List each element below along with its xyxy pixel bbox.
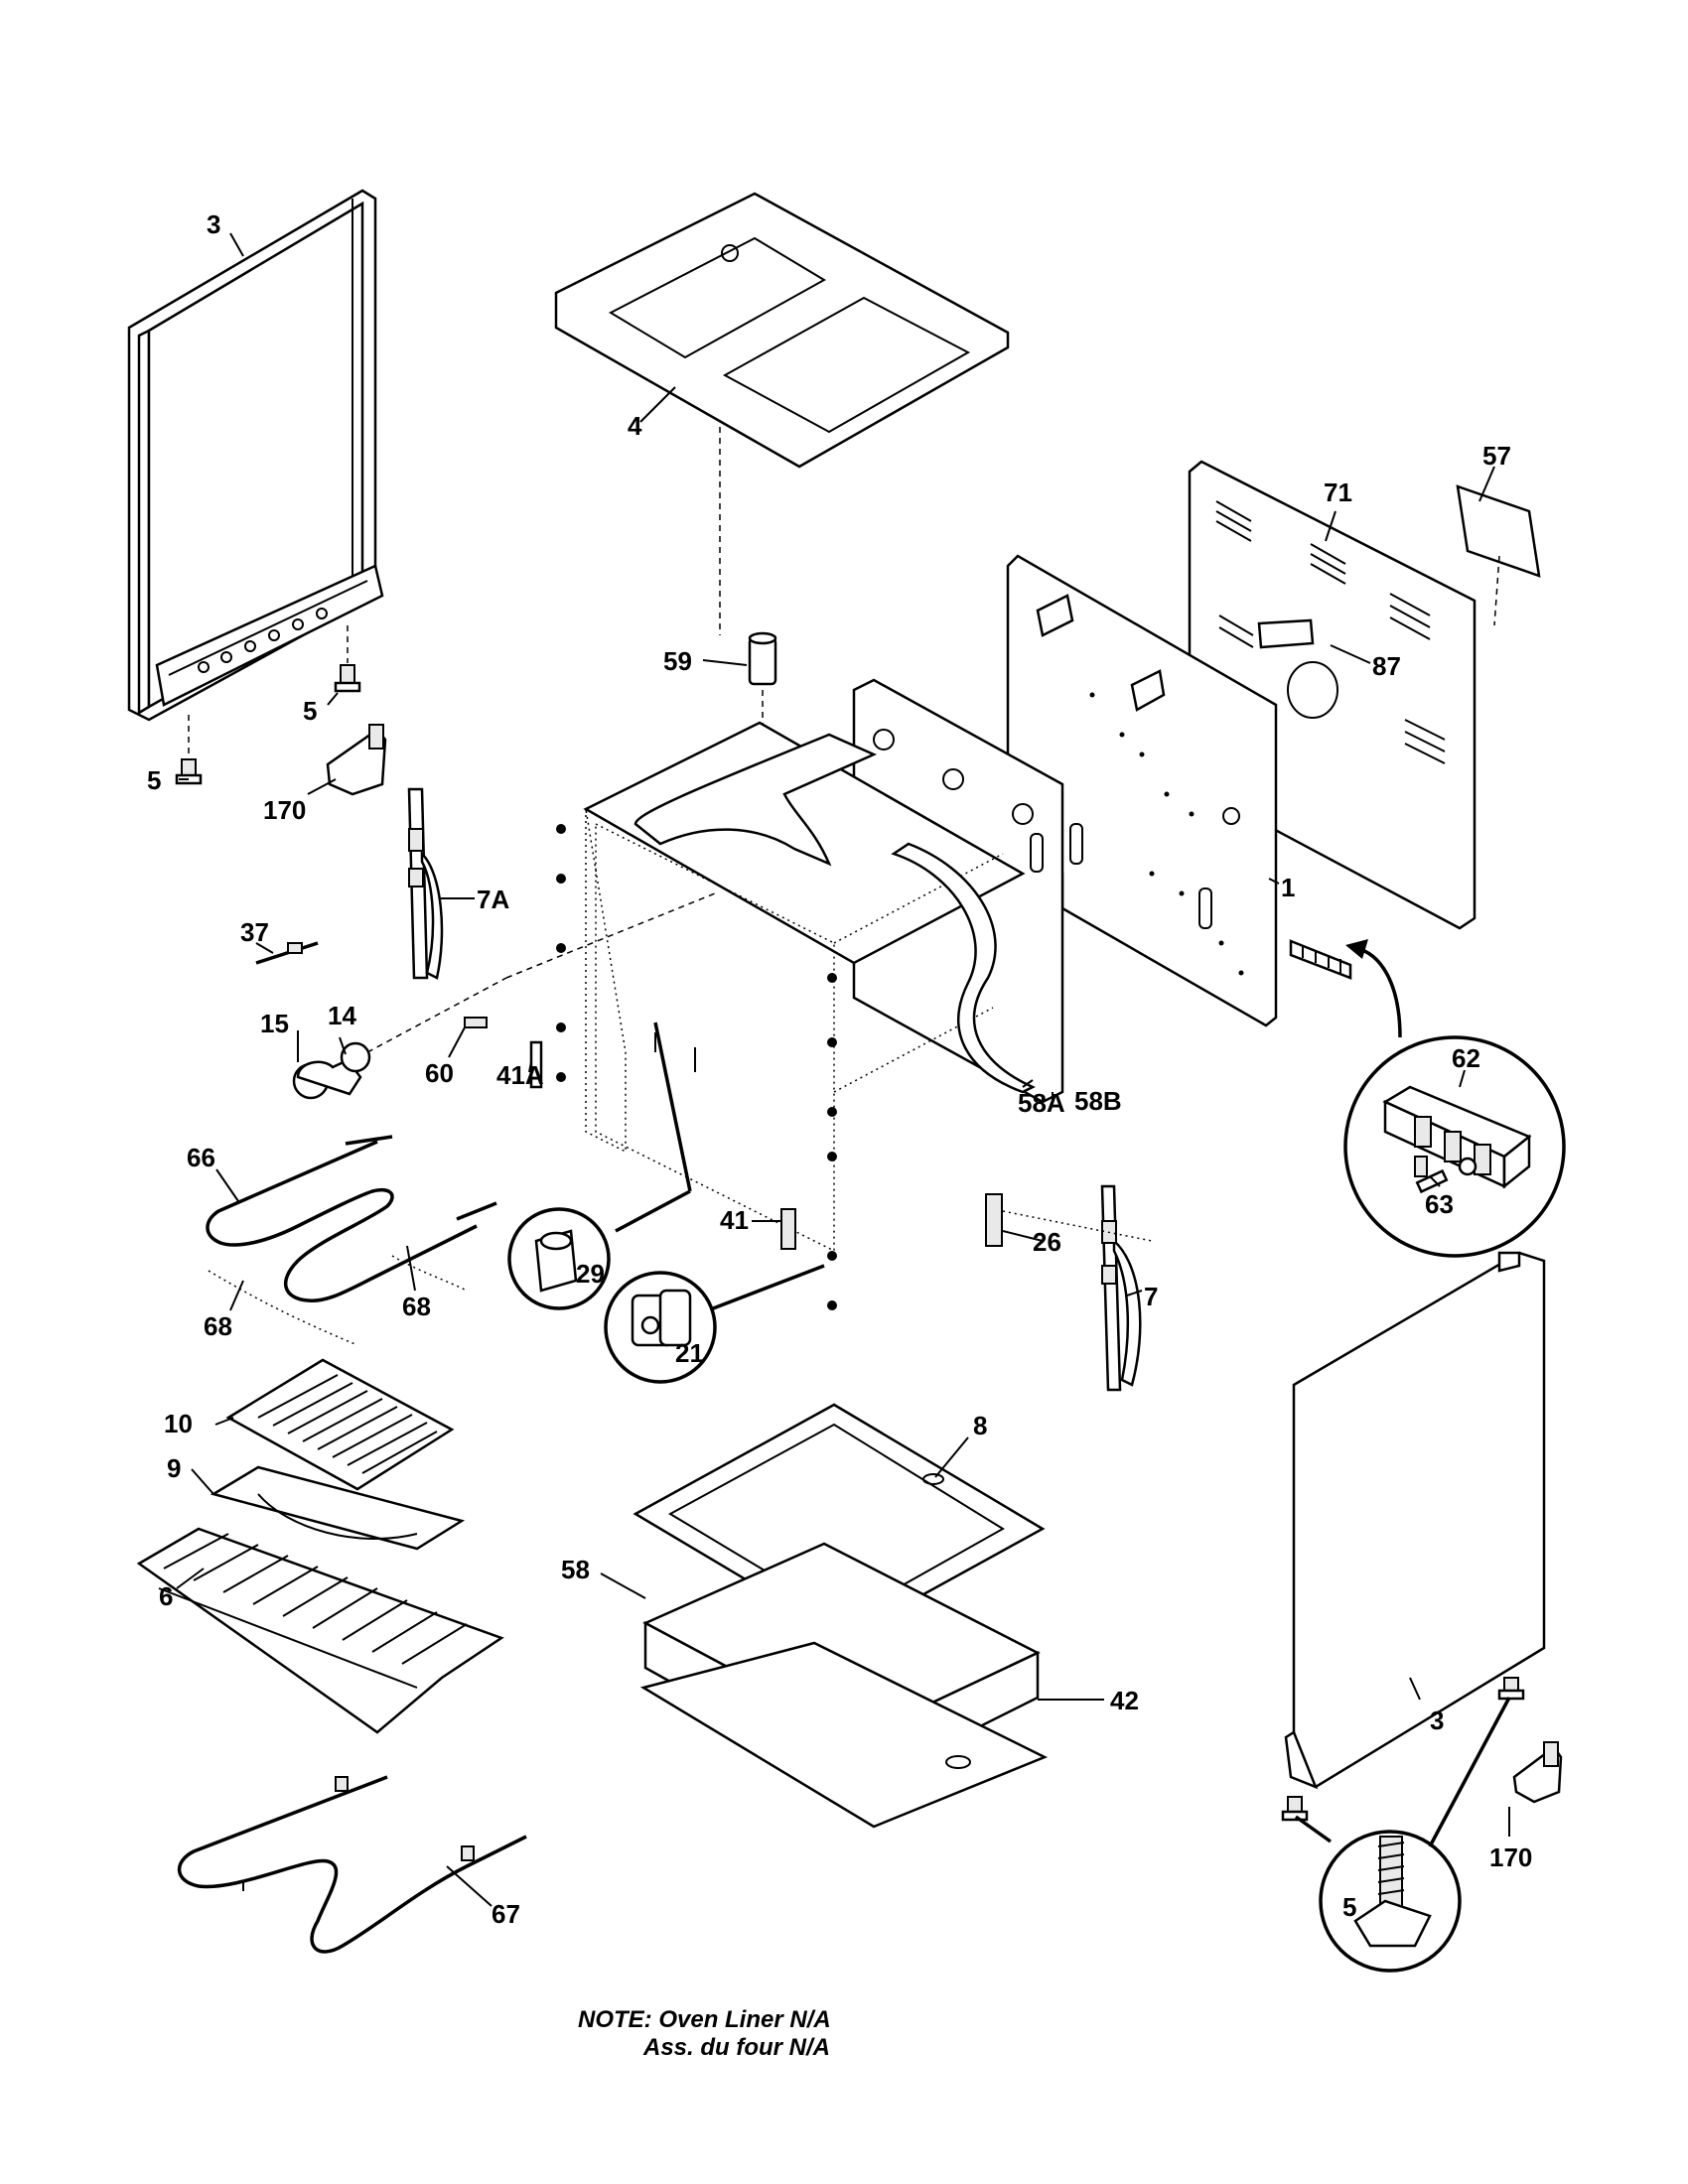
callout-21: 21 [675,1338,704,1368]
label-plate-57 [1456,484,1541,626]
note-block: NOTE: Oven Liner N/A Ass. du four N/A [578,2006,831,2061]
callout-8: 8 [973,1411,987,1440]
callout-14: 14 [328,1001,356,1030]
bake-element-67 [177,1775,527,1954]
detail-circle-part-21 [604,1271,717,1384]
note-line-1: NOTE: Oven Liner N/A [578,2006,831,2033]
broil-pan-grid-10 [225,1358,455,1491]
leader-lines [176,232,1510,1907]
callout-66: 66 [187,1143,215,1172]
callout-63: 63 [1425,1189,1454,1219]
callout-59: 59 [663,646,692,676]
callout-6: 6 [159,1581,173,1611]
callout-9: 9 [167,1453,181,1483]
oven-rack-6 [136,1527,504,1734]
hinge-7a [407,787,444,980]
callout-58b: 58B [1074,1086,1122,1116]
detail-circle-terminal-block [1343,1035,1566,1258]
hinge-7 [1100,1184,1142,1392]
left-side-panel [127,189,384,722]
broil-pan-9 [210,1465,466,1551]
callout-87: 87 [1372,651,1401,681]
callout-58: 58 [561,1555,590,1584]
callout-5-detail: 5 [1342,1892,1356,1922]
callout-68-left: 68 [204,1311,232,1341]
note-line-2: Ass. du four N/A [642,2034,830,2061]
callout-41a: 41A [496,1060,544,1090]
callout-4: 4 [628,411,642,441]
callout-170-left: 170 [263,795,306,825]
callout-29: 29 [576,1259,605,1289]
callout-5-upper: 5 [303,696,317,726]
callout-62: 62 [1452,1043,1480,1073]
top-panel [554,192,1010,635]
callout-7: 7 [1144,1282,1158,1311]
callout-58a: 58A [1018,1088,1065,1118]
small-parts-left [255,892,1153,1317]
callout-labels: 3 4 57 71 87 59 5 5 170 7A 1 37 14 15 60… [147,209,1532,1929]
callout-10: 10 [164,1409,193,1438]
callout-57: 57 [1482,441,1511,471]
right-side-panel [1284,1251,1546,1790]
broil-element-66 [206,1135,497,1302]
callout-5-lower: 5 [147,765,161,795]
callout-170-right: 170 [1489,1843,1532,1872]
callout-7a: 7A [477,885,509,914]
terminal-block-small [1289,939,1352,980]
callout-1: 1 [1281,873,1295,902]
callout-26: 26 [1033,1227,1061,1257]
detail-circle-leveler-5 [1294,1697,1511,1973]
callout-42: 42 [1110,1686,1139,1715]
element-shield-68 [208,1255,468,1346]
callout-3-left: 3 [207,209,220,239]
callout-41: 41 [720,1205,749,1235]
callout-37: 37 [240,917,269,947]
callout-15: 15 [260,1009,289,1038]
bracket-170-right [1512,1741,1563,1804]
bottom-tray-42 [639,1641,1049,1829]
detail-circle-part-29 [507,1207,611,1310]
pointer-arrow [1354,946,1402,1038]
callout-60: 60 [425,1058,454,1088]
callout-71: 71 [1324,478,1352,507]
oven-cabinet [556,721,1036,1310]
callout-3-right: 3 [1430,1706,1444,1735]
leveling-screws-right [1281,1677,1525,1822]
callout-67: 67 [492,1899,520,1929]
bracket-170-left [326,724,387,796]
callout-68-right: 68 [402,1292,431,1321]
